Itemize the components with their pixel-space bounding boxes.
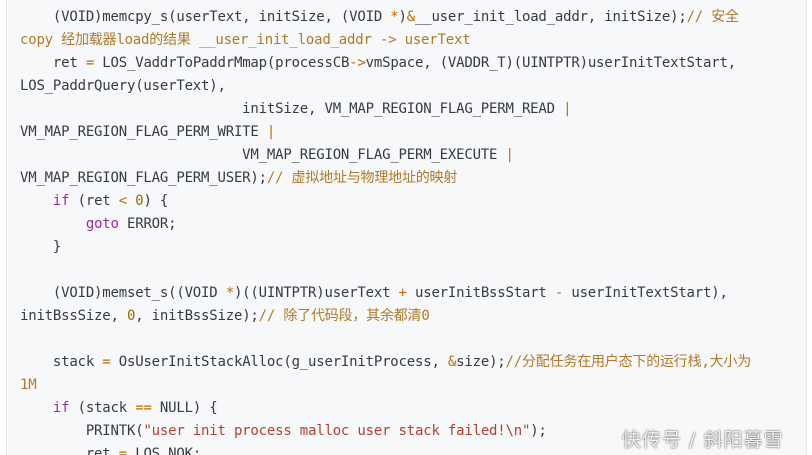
code-token: )((UINTPTR)userText <box>233 285 399 301</box>
code-token: ); <box>530 423 547 439</box>
code-token: LOS_NOK; <box>126 446 202 455</box>
code-token: userInitBssStart <box>406 285 555 301</box>
code-token: "user init process malloc user stack fai… <box>143 423 531 439</box>
code-token: NULL) { <box>151 400 218 416</box>
code-token: & <box>447 354 457 370</box>
code-token: size); <box>456 354 506 370</box>
code-token: VM_MAP_REGION_FLAG_PERM_USER); <box>20 170 267 186</box>
code-token: = <box>85 55 95 71</box>
code-line: ret = LOS_NOK; <box>20 443 201 455</box>
code-token: (VOID)memset_s((VOID <box>20 285 226 301</box>
code-token: | <box>266 124 276 140</box>
code-token: -> <box>349 55 366 71</box>
code-token <box>20 400 53 416</box>
code-token: ret <box>20 446 119 455</box>
watermark: 快传号 / 斜阳暮雪 <box>622 429 784 451</box>
code-line: 1M <box>20 374 37 397</box>
code-token: __user_init_load_addr, initSize); <box>415 9 687 25</box>
code-token: < <box>118 193 127 209</box>
code-token: | <box>505 147 514 163</box>
code-comment: // 除了代码段，其余都清0 <box>258 308 430 324</box>
code-token: VM_MAP_REGION_FLAG_PERM_EXECUTE <box>20 147 506 163</box>
code-token: ) <box>398 9 407 25</box>
code-token: 0 <box>135 193 144 209</box>
code-line: (VOID)memset_s((VOID *)((UINTPTR)userTex… <box>20 282 728 305</box>
code-line: initBssSize, 0, initBssSize);// 除了代码段，其余… <box>20 305 430 328</box>
code-token: } <box>20 239 62 255</box>
code-token: LOS_PaddrQuery(userText), <box>20 78 226 94</box>
code-line: initSize, VM_MAP_REGION_FLAG_PERM_READ | <box>20 98 571 121</box>
code-comment: copy 经加载器load的结果 __user_init_load_addr -… <box>20 32 471 48</box>
code-token: ) { <box>143 193 169 209</box>
code-token: == <box>135 400 152 416</box>
code-comment: // 虚拟地址与物理地址的映射 <box>266 170 458 186</box>
code-token: = <box>118 446 127 455</box>
code-token: vmSpace, (VADDR_T)(UINTPTR)userInitTextS… <box>365 55 736 71</box>
code-line: VM_MAP_REGION_FLAG_PERM_WRITE | <box>20 121 275 144</box>
code-token: * <box>225 285 234 301</box>
code-token: , initBssSize); <box>135 308 259 324</box>
code-token: = <box>102 354 111 370</box>
code-token: if <box>52 193 70 209</box>
code-token: ERROR; <box>118 216 177 232</box>
code-token: (ret <box>69 193 119 209</box>
code-block: (VOID)memcpy_s(userText, initSize, (VOID… <box>6 0 807 455</box>
code-token: + <box>398 285 407 301</box>
code-line: ret = LOS_VaddrToPaddrMmap(processCB->vm… <box>20 52 736 75</box>
code-token: & <box>406 9 415 25</box>
code-line: if (ret < 0) { <box>20 190 168 213</box>
code-token: ret <box>20 55 86 71</box>
code-token: LOS_VaddrToPaddrMmap(processCB <box>94 55 350 71</box>
code-line: copy 经加载器load的结果 __user_init_load_addr -… <box>20 29 471 52</box>
code-token: VM_MAP_REGION_FLAG_PERM_WRITE <box>20 124 267 140</box>
code-token: 0 <box>126 308 136 324</box>
code-line: stack = OsUserInitStackAlloc(g_userInitP… <box>20 351 751 374</box>
code-token <box>20 216 86 232</box>
code-line: PRINTK("user init process malloc user st… <box>20 420 547 443</box>
code-comment: //分配任务在用户态下的运行栈,大小为 <box>505 354 752 370</box>
code-line: VM_MAP_REGION_FLAG_PERM_EXECUTE | <box>20 144 514 167</box>
code-token <box>20 193 53 209</box>
code-token: userInitTextStart), <box>563 285 728 301</box>
code-line: } <box>20 236 61 259</box>
code-token: | <box>563 101 572 117</box>
code-comment: 1M <box>20 377 37 393</box>
code-token: (VOID)memcpy_s(userText, initSize, (VOID <box>20 9 391 25</box>
code-token <box>127 193 135 209</box>
code-token: initSize, VM_MAP_REGION_FLAG_PERM_READ <box>20 101 564 117</box>
code-token: * <box>390 9 399 25</box>
code-token: PRINTK( <box>20 423 144 439</box>
code-token: goto <box>85 216 119 232</box>
code-line: LOS_PaddrQuery(userText), <box>20 75 226 98</box>
code-token: OsUserInitStackAlloc(g_userInitProcess, <box>110 354 448 370</box>
code-token: (stack <box>69 400 136 416</box>
code-line: (VOID)memcpy_s(userText, initSize, (VOID… <box>20 6 739 29</box>
code-comment: // 安全 <box>686 9 739 25</box>
code-token: - <box>554 285 564 301</box>
code-line: if (stack == NULL) { <box>20 397 218 420</box>
code-token: stack <box>20 354 103 370</box>
code-line: VM_MAP_REGION_FLAG_PERM_USER);// 虚拟地址与物理… <box>20 167 457 190</box>
code-token: if <box>52 400 70 416</box>
code-line: goto ERROR; <box>20 213 177 236</box>
code-token: initBssSize, <box>20 308 127 324</box>
